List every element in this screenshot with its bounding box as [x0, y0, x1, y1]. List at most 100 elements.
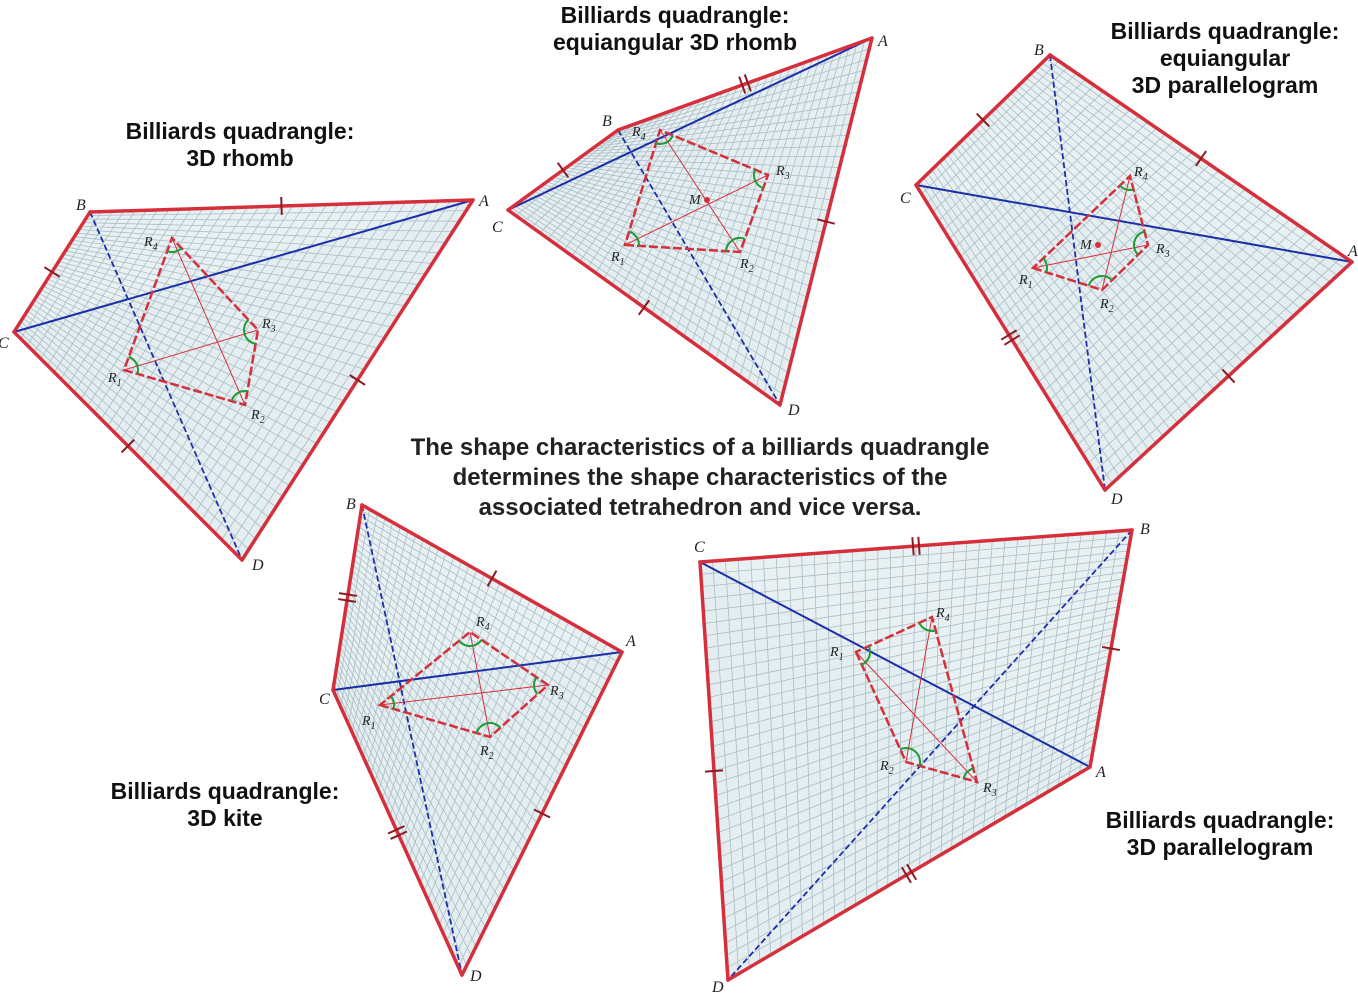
face: [333, 505, 462, 975]
face: [618, 38, 872, 405]
mesh-line: [966, 135, 1200, 404]
mesh-line: [60, 209, 170, 380]
edge-tick-mark: [486, 570, 498, 587]
mesh-line: [51, 271, 358, 381]
vertex-label-c: C: [492, 219, 503, 236]
edge-tick-mark: [738, 76, 747, 94]
quad-diagonal: [624, 174, 769, 246]
mesh-line: [935, 165, 1142, 457]
angle-arc: [1042, 257, 1048, 273]
edge-tick-mark: [976, 112, 990, 128]
mesh-line: [347, 597, 543, 814]
angle-arc: [899, 747, 921, 767]
mesh-line: [385, 565, 470, 808]
angle-arc: [1119, 184, 1134, 191]
edge-tick-mark: [338, 592, 358, 597]
mesh-line: [531, 121, 641, 228]
quad-label-subscript: 3: [784, 171, 790, 182]
mesh-line: [775, 556, 793, 943]
mesh-line: [53, 209, 158, 373]
quad-diagonal: [1032, 244, 1149, 269]
mesh-line: [943, 157, 1157, 444]
mesh-line: [42, 285, 331, 423]
edge-tick-mark: [1221, 368, 1236, 384]
mesh-line: [700, 536, 1131, 575]
mesh-line: [343, 517, 386, 716]
mesh-line: [999, 146, 1184, 320]
vertex-label-d: D: [251, 557, 264, 574]
mesh-line: [627, 89, 731, 297]
caption-parallelogram: Billiards quadrangle: 3D parallelogram: [1080, 807, 1358, 861]
quad-label-subscript: 3: [1164, 249, 1170, 260]
diagonal-ac: [507, 37, 873, 211]
mesh-line: [978, 123, 1222, 383]
mesh-line: [701, 543, 1130, 587]
angle-arc: [390, 695, 395, 710]
mesh-line: [559, 171, 824, 233]
angle-arc: [861, 645, 871, 666]
mesh-line: [603, 97, 708, 280]
edge-tick-mark: [1000, 329, 1018, 341]
mesh-line: [523, 124, 634, 222]
mesh-line: [887, 547, 891, 887]
mesh-line: [974, 127, 1215, 390]
quad-label-subscript: 4: [1143, 172, 1148, 183]
mesh-line: [923, 177, 1120, 477]
mesh-line: [927, 173, 1128, 471]
mesh-line: [47, 278, 345, 402]
center-label: M: [1079, 238, 1093, 253]
mesh-line: [336, 662, 486, 928]
mesh-line: [342, 629, 515, 871]
mesh-line: [987, 133, 1166, 302]
edge-tick-mark: [1003, 334, 1021, 346]
mesh-line: [374, 552, 447, 783]
vertex-label-b: B: [602, 113, 612, 130]
edge-tick-mark: [556, 162, 570, 178]
mesh-line: [897, 546, 904, 880]
mesh-line: [763, 557, 782, 949]
mesh-line: [556, 174, 821, 244]
edge-bc: [331, 503, 364, 692]
quad-label-subscript: 4: [485, 622, 490, 633]
mesh-line: [45, 282, 338, 413]
quad-label-subscript: 3: [991, 788, 997, 799]
mesh-line: [100, 207, 237, 420]
edge-tick-mark: [900, 866, 912, 884]
mesh-line: [547, 116, 656, 239]
mesh-line: [703, 557, 1128, 612]
mesh-line: [347, 522, 393, 724]
center-point: [1095, 242, 1101, 248]
vertex-label-b: B: [1034, 42, 1044, 59]
quad-diagonal: [469, 631, 491, 738]
quad-label-subscript: 1: [839, 652, 844, 663]
edge-tick-mark: [637, 299, 651, 316]
diagonal-bd: [727, 529, 1133, 981]
edge-da: [726, 765, 1092, 982]
mesh-line: [706, 585, 1123, 661]
vertex-label-c: C: [0, 335, 9, 352]
mesh-line: [33, 299, 304, 466]
caption-line: 3D rhomb: [186, 145, 294, 171]
mesh-line: [533, 190, 802, 320]
caption-line: equiangular: [1159, 45, 1291, 71]
mesh-line: [338, 651, 496, 909]
mesh-line: [346, 602, 538, 824]
quad-label-subscript: 2: [889, 766, 894, 777]
angle-arc: [753, 169, 764, 190]
mesh-line: [713, 641, 1113, 760]
mesh-line: [107, 206, 249, 427]
mesh-line: [965, 109, 1131, 267]
mesh-line: [725, 560, 750, 968]
caption-equiangular-rhomb: Billiards quadrangle: equiangular 3D rho…: [515, 2, 835, 56]
surface-mesh: [511, 40, 870, 400]
mesh-line: [546, 181, 813, 276]
diagonal-bd: [361, 504, 463, 976]
face: [508, 130, 780, 405]
mesh-line: [530, 193, 800, 330]
mesh-line: [342, 624, 519, 862]
edge-tick-mark: [387, 825, 405, 835]
